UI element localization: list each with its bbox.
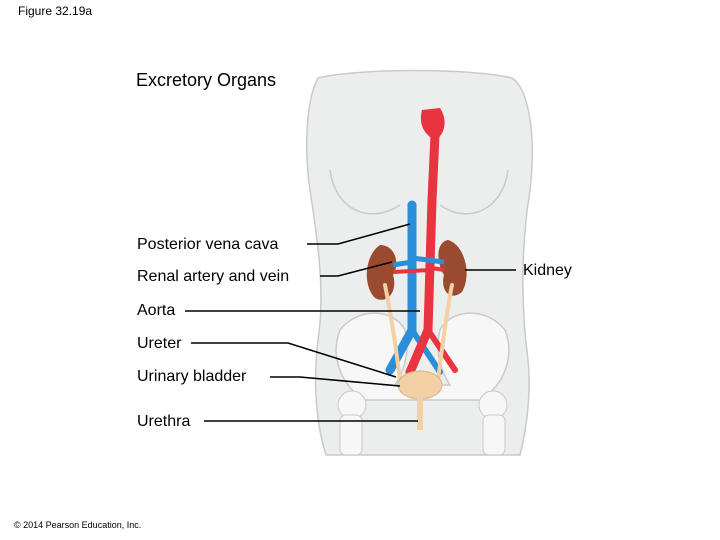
label-renal-artery-and-vein: Renal artery and vein — [137, 268, 290, 285]
leader-renal-artery-and-vein — [320, 261, 393, 277]
right-ureter — [436, 283, 454, 382]
right-renal-vein — [411, 255, 445, 265]
label-ureter: Ureter — [137, 335, 182, 352]
leader-posterior-vena-cava — [307, 223, 411, 245]
diagram-title: Excretory Organs — [136, 70, 277, 90]
left-breast-contour — [329, 169, 401, 215]
leader-ureter — [191, 342, 397, 378]
left-renal-vein — [392, 259, 413, 268]
left-ureter — [383, 283, 402, 382]
left-kidney — [366, 245, 397, 300]
right-breast-contour — [439, 169, 509, 215]
urethra — [417, 398, 423, 430]
left-renal-artery — [392, 268, 431, 274]
label-aorta: Aorta — [137, 302, 176, 319]
aorta — [405, 130, 440, 377]
urinary-bladder — [397, 370, 443, 400]
left-femur — [339, 414, 363, 456]
label-urethra: Urethra — [137, 413, 191, 430]
copyright-notice: © 2014 Pearson Education, Inc. — [14, 520, 142, 530]
label-kidney: Kidney — [523, 262, 572, 279]
leader-lines — [185, 223, 516, 422]
right-iliac-vein — [409, 327, 443, 375]
right-femur — [482, 414, 506, 456]
label-urinary-bladder: Urinary bladder — [137, 368, 247, 385]
right-renal-artery — [431, 266, 445, 272]
right-kidney — [438, 240, 467, 296]
aortic-arch — [420, 108, 445, 140]
figure-label: Figure 32.19a — [18, 4, 93, 18]
label-posterior-vena-cava: Posterior vena cava — [137, 236, 279, 253]
leader-urinary-bladder — [270, 376, 401, 387]
